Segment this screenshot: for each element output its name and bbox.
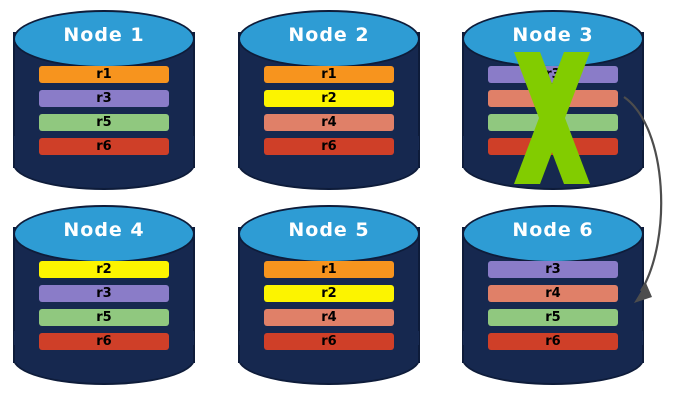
- node-cylinder-1[interactable]: Node 1 r1 r3 r5 r6: [13, 10, 195, 190]
- replica-bar[interactable]: r2: [39, 261, 169, 278]
- node-cylinder-3[interactable]: Node 3 r3 r4 r5 r6: [462, 10, 644, 190]
- replica-bar[interactable]: r3: [488, 261, 618, 278]
- cylinder-top-ellipse: [13, 205, 195, 263]
- cylinder-top-ellipse: [13, 10, 195, 68]
- node-cylinder-2[interactable]: Node 2 r1 r2 r4 r6: [238, 10, 420, 190]
- node-title: Node 5: [288, 219, 370, 241]
- node-title: Node 3: [512, 24, 594, 46]
- replica-bar[interactable]: r2: [264, 90, 394, 107]
- replica-list: r2 r3 r5 r6: [39, 261, 169, 350]
- replica-bar[interactable]: r6: [488, 138, 618, 155]
- replica-bar[interactable]: r6: [264, 333, 394, 350]
- replica-list: r1 r2 r4 r6: [264, 66, 394, 155]
- replica-list: r1 r3 r5 r6: [39, 66, 169, 155]
- cylinder-top-ellipse: [238, 205, 420, 263]
- node-title: Node 6: [512, 219, 594, 241]
- replica-bar[interactable]: r3: [39, 90, 169, 107]
- replica-bar[interactable]: r5: [39, 309, 169, 326]
- node-title: Node 1: [63, 24, 145, 46]
- replica-list: r3 r4 r5 r6: [488, 66, 618, 155]
- replica-bar[interactable]: r6: [39, 333, 169, 350]
- node-title: Node 4: [63, 219, 145, 241]
- replica-bar[interactable]: r1: [264, 66, 394, 83]
- replica-bar[interactable]: r6: [488, 333, 618, 350]
- replica-bar[interactable]: r5: [488, 309, 618, 326]
- replica-bar[interactable]: r6: [39, 138, 169, 155]
- replica-bar[interactable]: r4: [264, 114, 394, 131]
- replica-list: r3 r4 r5 r6: [488, 261, 618, 350]
- replica-list: r1 r2 r4 r6: [264, 261, 394, 350]
- replica-bar[interactable]: r1: [39, 66, 169, 83]
- replica-bar[interactable]: r3: [488, 66, 618, 83]
- replica-bar[interactable]: r5: [39, 114, 169, 131]
- node-cylinder-6[interactable]: Node 6 r3 r4 r5 r6: [462, 205, 644, 385]
- replica-bar[interactable]: r4: [488, 90, 618, 107]
- node-cylinder-4[interactable]: Node 4 r2 r3 r5 r6: [13, 205, 195, 385]
- replica-bar[interactable]: r1: [264, 261, 394, 278]
- replica-bar[interactable]: r3: [39, 285, 169, 302]
- replica-bar[interactable]: r4: [488, 285, 618, 302]
- node-cylinder-5[interactable]: Node 5 r1 r2 r4 r6: [238, 205, 420, 385]
- node-title: Node 2: [288, 24, 370, 46]
- replica-bar[interactable]: r4: [264, 309, 394, 326]
- replica-bar[interactable]: r5: [488, 114, 618, 131]
- replica-bar[interactable]: r2: [264, 285, 394, 302]
- replica-bar[interactable]: r6: [264, 138, 394, 155]
